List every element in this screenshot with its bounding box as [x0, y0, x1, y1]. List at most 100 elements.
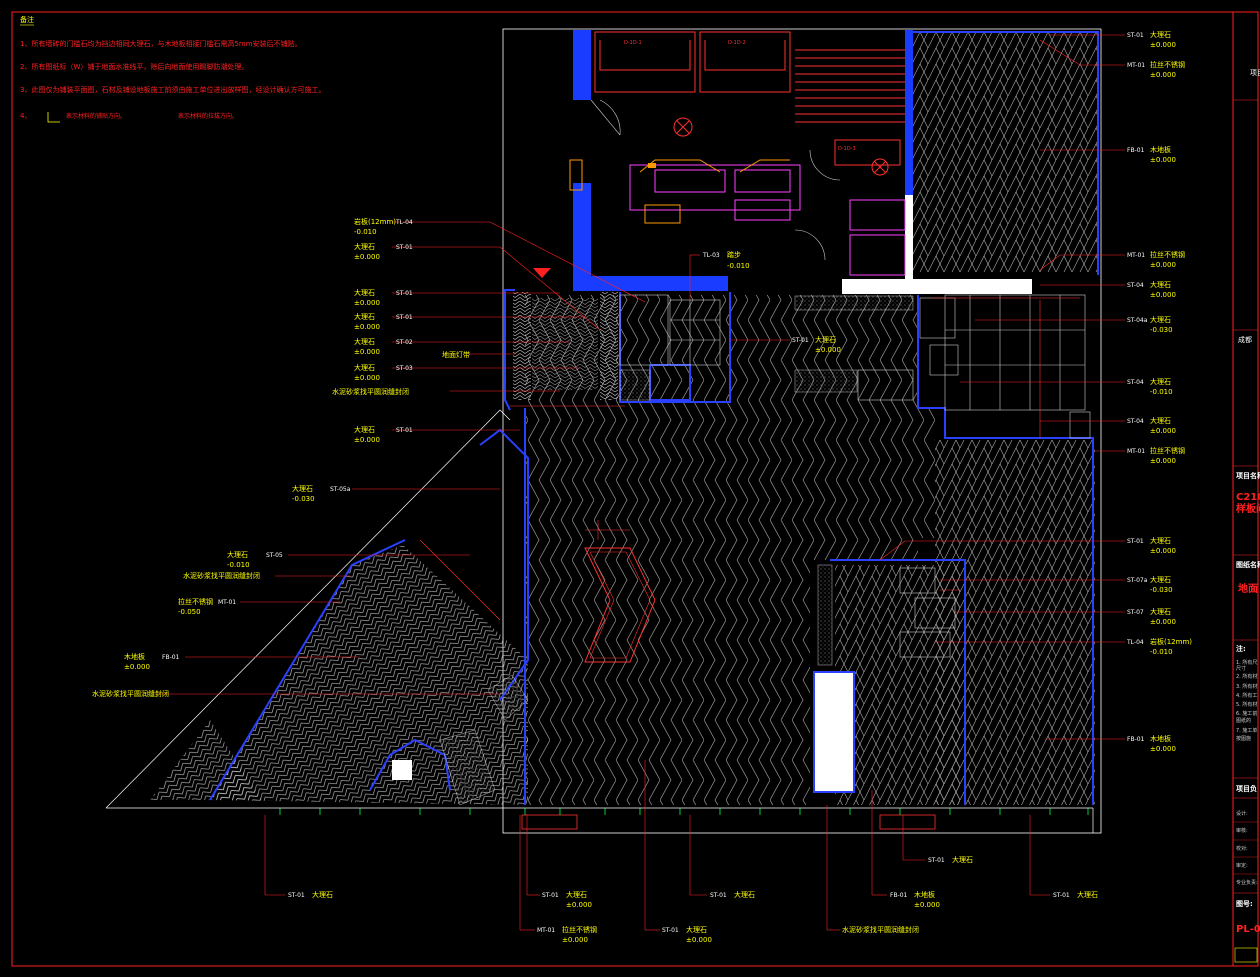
label-marble-2: 大理石	[354, 288, 375, 297]
label-r6: 大理石	[1150, 315, 1171, 324]
code-b8: ST-01	[1053, 892, 1070, 899]
tb-drawing-label: 图纸名称	[1236, 560, 1260, 569]
label-marble-c: 大理石	[815, 335, 836, 344]
level-b2: ±0.000	[566, 901, 592, 909]
label-slab-1: 岩板(12mm)	[354, 217, 396, 226]
label-marble-7: 大理石	[292, 484, 313, 493]
level-c: ±0.000	[815, 346, 841, 354]
level-r1: ±0.000	[1150, 41, 1176, 49]
label-r3: 木地板	[1150, 145, 1171, 154]
tb-project-code: C210	[1236, 492, 1260, 503]
label-wood-1: 木地板	[124, 652, 145, 661]
tb-drawno-label: 图号:	[1236, 899, 1253, 908]
tb-role-4: 审定:	[1236, 862, 1248, 869]
tb-note-10: 按图施	[1236, 735, 1251, 742]
door-code-3: D-1D-3	[838, 146, 856, 152]
tb-note-2: 尺寸	[1236, 665, 1246, 672]
note-4a: 表示材料的铺贴方向。	[66, 112, 126, 120]
tb-note-7: 6. 施工前	[1236, 710, 1257, 717]
code-st01-3: ST-01	[396, 314, 413, 321]
code-b5: ST-01	[710, 892, 727, 899]
code-r11: ST-07a	[1127, 577, 1148, 584]
level-b3: ±0.000	[562, 936, 588, 944]
code-r4: MT-01	[1127, 252, 1145, 259]
tb-role-1: 设计:	[1236, 810, 1248, 817]
entry-marker-icon	[533, 268, 551, 278]
tb-role-2: 审核:	[1236, 827, 1248, 834]
code-st01-2: ST-01	[396, 290, 413, 297]
label-r11: 大理石	[1150, 575, 1171, 584]
level-7: ±0.000	[354, 436, 380, 444]
tb-note-5: 4. 所有工	[1236, 692, 1257, 699]
level-b6: ±0.000	[914, 901, 940, 909]
level-8: -0.030	[292, 495, 315, 503]
door-code-1: D-1D-1	[624, 40, 642, 46]
level-r3: ±0.000	[1150, 156, 1176, 164]
label-cement-b: 水泥砂浆找平圆润缝封闭	[842, 925, 919, 934]
level-r10: ±0.000	[1150, 547, 1176, 555]
level-10: -0.050	[178, 608, 201, 616]
level-9: -0.010	[227, 561, 250, 569]
code-st01-1: ST-01	[396, 244, 413, 251]
code-b6: FB-01	[890, 892, 908, 899]
code-tl03: TL-03	[702, 252, 720, 259]
tb-role-3: 校对:	[1236, 845, 1248, 852]
label-r14: 木地板	[1150, 734, 1171, 743]
code-r6: ST-04a	[1127, 317, 1148, 324]
code-r13: TL-04	[1126, 639, 1144, 646]
label-r13: 岩板(12mm)	[1150, 637, 1192, 646]
level-r4: ±0.000	[1150, 261, 1176, 269]
level-r14: ±0.000	[1150, 745, 1176, 753]
notes-block: 备注 1、所有墙砖的门槛石均为挡边相同大理石，与木地板相接门槛石需高5mm安装后…	[20, 15, 325, 123]
code-r1: ST-01	[1127, 32, 1144, 39]
label-r12: 大理石	[1150, 607, 1171, 616]
label-marble-4: 大理石	[354, 337, 375, 346]
code-st05: ST-05	[266, 552, 283, 559]
label-marble-1: 大理石	[354, 242, 375, 251]
label-marble-3: 大理石	[354, 312, 375, 321]
tb-role-5: 专业负责:	[1236, 879, 1258, 886]
label-r2: 拉丝不锈钢	[1150, 60, 1185, 69]
tb-mid: 成都	[1238, 335, 1252, 344]
level-r12: ±0.000	[1150, 618, 1176, 626]
level-r13: -0.010	[1150, 648, 1173, 656]
label-r1: 大理石	[1150, 30, 1171, 39]
level-2: ±0.000	[354, 253, 380, 261]
direction-arrow-icon	[47, 112, 60, 123]
title-block: 项目 成都 项目名称 C210 样板间 图纸名称 地面 注: 1. 所有尺 尺寸…	[1233, 69, 1260, 963]
tb-note-8: 图纸的	[1236, 717, 1251, 724]
label-b2: 大理石	[566, 890, 587, 899]
tb-drawing-name: 地面	[1238, 582, 1258, 595]
tb-project-name: 样板间	[1236, 502, 1260, 515]
code-r2: MT-01	[1127, 62, 1145, 69]
label-marble-5: 大理石	[354, 363, 375, 372]
level-r9: ±0.000	[1150, 457, 1176, 465]
tb-note-9: 7. 施工单	[1236, 727, 1257, 734]
level-r5: ±0.000	[1150, 291, 1176, 299]
level-r6: -0.030	[1150, 326, 1173, 334]
label-r8: 大理石	[1150, 416, 1171, 425]
code-r9: MT-01	[1127, 448, 1145, 455]
level-3: ±0.000	[354, 299, 380, 307]
level-11: ±0.000	[124, 663, 150, 671]
level-1: -0.010	[354, 228, 377, 236]
label-r9: 拉丝不锈钢	[1150, 446, 1185, 455]
level-5: ±0.000	[354, 348, 380, 356]
level-r2: ±0.000	[1150, 71, 1176, 79]
level-r8: ±0.000	[1150, 427, 1176, 435]
tb-top: 项目	[1250, 69, 1260, 77]
code-tl04-1: TL-04	[395, 219, 413, 226]
label-b3: 拉丝不锈钢	[562, 925, 597, 934]
code-st02: ST-02	[396, 339, 413, 346]
label-stainless-1: 拉丝不锈钢	[178, 597, 213, 606]
note-3: 3、此图仅为铺装平面图，石材及铺设地板施工前须由施工单位进出放样图，经设计确认方…	[20, 85, 325, 94]
level-4: ±0.000	[354, 323, 380, 331]
code-r14: FB-01	[1127, 736, 1145, 743]
code-mt01-1: MT-01	[218, 599, 236, 606]
label-marble-6: 大理石	[354, 425, 375, 434]
label-b1: 大理石	[312, 890, 333, 899]
note-2: 2、所有图纸标（W）铺于地面水准线平，除后向地面使用踢脚防潮处理。	[20, 62, 248, 71]
tb-notes-label: 注:	[1236, 644, 1246, 653]
note-4: 4、	[20, 112, 31, 120]
left-callouts: 岩板(12mm) TL-04 -0.010 大理石 ST-01 ±0.000 大…	[92, 217, 646, 698]
